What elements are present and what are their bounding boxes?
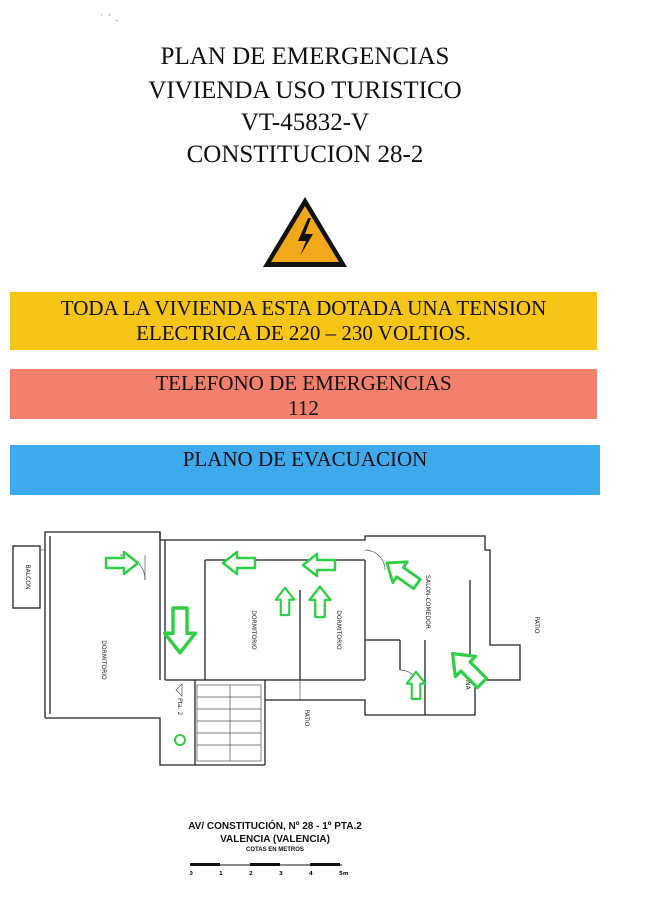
evacuation-plan-heading: PLANO DE EVACUACION — [10, 445, 600, 495]
evacuation-arrow-left — [221, 550, 257, 576]
caption-units: COTAS EN METROS — [246, 847, 304, 853]
label-salon-comedor: SALON-COMEDOR — [424, 575, 431, 629]
evacuation-floor-plan: .wall { fill:none; stroke:#222; stroke-w… — [12, 531, 540, 766]
voltage-line-1: TODA LA VIVIENDA ESTA DOTADA UNA TENSION — [60, 296, 547, 320]
scale-tick-label: 1 — [219, 871, 223, 877]
scale-tick-label: 3 — [279, 871, 283, 877]
scale-tick-label: 5m — [339, 871, 349, 877]
evacuation-arrow-up — [274, 586, 296, 617]
voltage-line-2: ELECTRICA DE 220 – 230 VOLTIOS. — [136, 321, 471, 345]
evacuation-arrow-up-left — [378, 551, 426, 596]
evacuation-arrow-left — [301, 552, 337, 578]
caption-address: AV/ CONSTITUCIÓN, Nº 28 - 1º PTA.2 — [188, 821, 362, 832]
scale-tick-label: 4 — [309, 871, 313, 877]
emergency-phone-label: TELEFONO DE EMERGENCIAS — [155, 371, 452, 395]
high-voltage-warning-icon — [263, 197, 347, 267]
emergency-phone-notice: TELEFONO DE EMERGENCIAS 112 — [10, 369, 597, 420]
emergency-phone-number: 112 — [288, 396, 319, 420]
label-balcon: BALCON — [24, 565, 31, 590]
document-subtitle: VIVIENDA USO TURISTICO — [148, 77, 462, 104]
scale-tick-label: 0 — [190, 871, 193, 877]
evacuation-plan-label: PLANO DE EVACUACION — [182, 447, 428, 471]
plan-caption: AV/ CONSTITUCIÓN, Nº 28 - 1º PTA.2 VALEN… — [160, 820, 390, 855]
scale-tick-label: 2 — [249, 871, 253, 877]
label-patio-center: PATIO — [303, 709, 310, 726]
label-dormitorio-left: DORMITORIO — [100, 640, 107, 680]
caption-city: VALENCIA (VALENCIA) — [220, 834, 330, 845]
evacuation-arrow-up — [308, 585, 332, 619]
license-code: VT-45832-V — [240, 109, 370, 136]
label-puerta: Pta. 2 — [176, 698, 183, 715]
scale-bar: 0 1 2 3 4 5m — [190, 863, 349, 877]
address-heading: CONSTITUCION 28-2 — [186, 141, 424, 168]
label-dormitorio-mid: DORMITORIO — [250, 610, 257, 650]
evacuation-arrow-up — [405, 670, 427, 701]
voltage-notice: TODA LA VIVIENDA ESTA DOTADA UNA TENSION… — [10, 292, 597, 350]
label-dormitorio-right: DORMITORIO — [335, 610, 342, 650]
scan-mark: ˙ ˊ ˴ — [100, 12, 119, 26]
evacuation-arrow-down — [162, 606, 198, 655]
document-title: PLAN DE EMERGENCIAS — [160, 43, 450, 70]
label-patio-right: PATIO — [533, 616, 540, 633]
